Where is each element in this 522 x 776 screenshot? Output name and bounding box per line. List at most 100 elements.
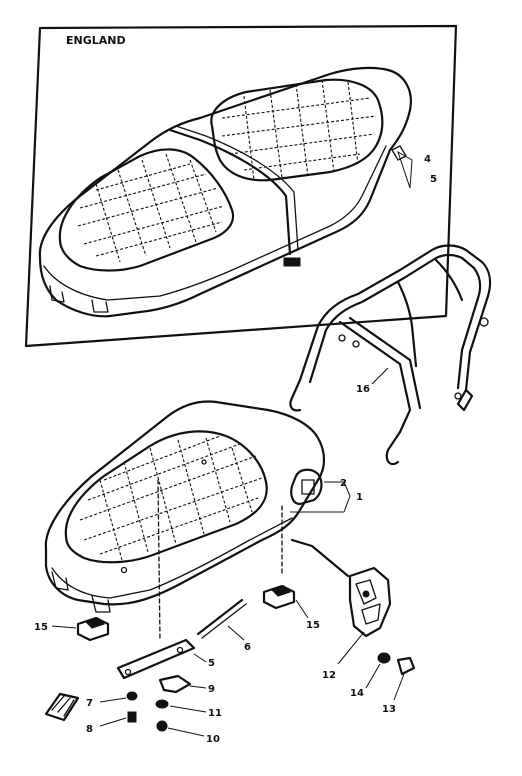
nut-body [156,720,168,732]
england-dual-seat [38,66,413,318]
assembly-line-a [157,479,161,641]
lock-small-parts [365,652,416,701]
main-seat [44,400,351,613]
nut [156,720,205,737]
dual-seat-leg-mid [91,299,109,313]
block-hatch [51,695,75,717]
cushion-left-top [85,617,105,629]
strap-anchor [283,257,301,267]
washer [155,699,207,713]
cushion-center [262,584,309,619]
main-seat-leg-left [51,571,69,591]
hinge-rod [196,598,247,641]
washer-body [155,699,169,709]
callout-12: 12 [322,670,336,681]
leader-13 [393,673,405,701]
rod-edge [201,603,247,639]
callout-4: 4 [424,154,431,165]
seat-rivet [120,566,128,574]
leader-15-center [295,599,309,619]
lock-assembly-detail [355,579,381,625]
bolt-head [127,711,137,723]
grab-rail-crossbar [338,316,422,434]
hinge-plate-body [116,638,196,680]
rail-bolt-c [338,334,346,342]
bracket-body [158,674,192,694]
cushion-left [51,616,110,642]
callout-5-top: 5 [430,174,437,185]
callout-14: 14 [350,688,364,699]
callout-5: 5 [208,658,215,669]
inset-label: ENGLAND [66,34,126,47]
rail-bolt-a [479,317,489,327]
lock-assembly-body [348,566,392,638]
rail-bolt-b [454,392,462,400]
callout-2: 2 [340,478,347,489]
callout-15-left: 15 [34,622,48,633]
leader-9 [189,685,207,689]
spring-washer [126,691,138,701]
callout-10: 10 [206,734,220,745]
leader-10 [167,727,205,737]
main-seat-outline [44,400,326,606]
leader-14 [365,663,381,689]
callout-15-center: 15 [306,620,320,631]
rear-quilted-pad [210,78,384,182]
callout-6: 6 [244,642,251,653]
grab-rail-loop [396,258,464,368]
callout-9: 9 [208,684,215,695]
rail-hook-left [289,378,302,412]
lock-cable [290,538,350,578]
dual-seat-leg-front [49,285,65,303]
england-inset: ENGLAND 4 5 [24,24,458,348]
grab-rail-outer [298,244,492,392]
main-seat-skirt [51,517,293,599]
callout-8: 8 [86,724,93,735]
rear-pad-stitch-b [243,79,359,181]
pad-button [201,459,207,465]
dual-seat-skirt [43,145,387,301]
rail-hook-front [385,430,402,466]
dual-seat-outline [38,66,412,318]
main-pad-stitch-b [99,437,253,561]
leader-7 [99,697,127,703]
cushion-center-body [262,584,296,610]
leader-12 [337,631,365,665]
front-pad-stitch-a [77,163,225,257]
rail-mount-right [456,388,474,412]
washer-bolt-set [99,691,138,727]
inset-frame [24,24,458,348]
lock-pin [362,590,370,598]
main-seat-quilted-pad [64,430,268,564]
leader-6 [227,625,245,641]
hinge-hole-b [176,646,184,654]
rear-pad-stitch-a [221,97,377,171]
leader-5 [193,653,207,663]
front-pad-stitch-b [95,153,217,263]
block-body [44,692,80,722]
leader-11 [169,705,207,713]
main-pad-stitch-a [79,435,263,555]
seat-lock-housing [290,468,323,506]
lock-cylinder [396,656,416,676]
callout-7: 7 [86,698,93,709]
rod-body [196,598,244,636]
hinge-plate [116,638,207,680]
callout-13: 13 [382,704,396,715]
front-quilted-pad [58,148,235,272]
leader-15-left [51,625,77,629]
leader-16 [371,367,389,385]
rail-bolt-d [352,340,360,348]
leader-1-2 [290,481,351,513]
grab-rail [289,244,492,466]
callout-11: 11 [208,708,222,719]
main-seat-leg-mid [91,595,111,613]
seat-lock-assembly [290,538,392,665]
seat-lock-slot [301,479,315,495]
cushion-center-top [271,585,291,597]
callout-1: 1 [356,492,363,503]
grab-rail-inner [308,253,482,390]
loose-block [44,692,80,722]
bracket [158,674,207,694]
